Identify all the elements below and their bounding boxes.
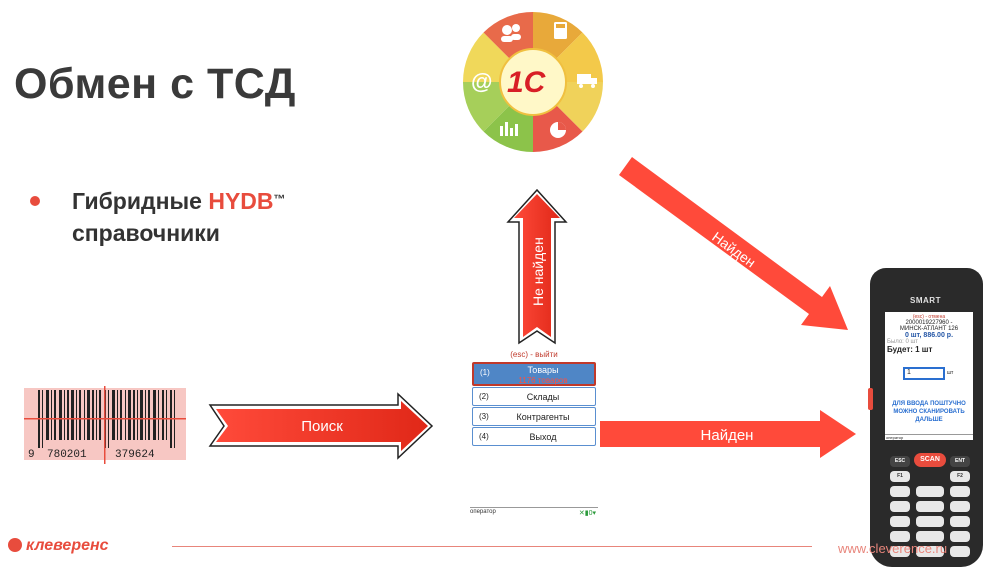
clover-icon: [8, 538, 22, 552]
keypad-key[interactable]: [950, 531, 970, 542]
barcode: 9 780201 379624: [24, 386, 186, 464]
keypad-key[interactable]: [916, 516, 944, 527]
keypad-key[interactable]: [890, 531, 910, 542]
screen-price: 0 шт, 886.00 р.: [904, 332, 954, 339]
handheld-terminal: SMART (esc) - отмена 2000019227960 - МИН…: [868, 268, 983, 567]
pie-chart-icon: [550, 122, 566, 138]
device-screen: (esc) - отмена 2000019227960 - МИНСК-АТЛ…: [885, 312, 973, 440]
status-icons: ✕▮0▾: [578, 510, 596, 517]
calculator-icon: [554, 22, 567, 39]
screen-will-be: Будет: 1 шт: [887, 345, 933, 354]
menu-item-number: (1): [480, 368, 490, 377]
esc-key[interactable]: ESC: [890, 456, 910, 467]
menu-item-number: (2): [479, 392, 489, 401]
menu-item-label: Склады: [526, 392, 560, 402]
f2-key[interactable]: F2: [950, 471, 970, 482]
not-found-arrow-label: Не найден: [530, 237, 546, 306]
menu-item-number: (3): [479, 412, 489, 421]
1c-wheel: @ 1С: [461, 10, 605, 154]
keypad-key[interactable]: [916, 546, 944, 557]
found-arrow-label: Найден: [701, 427, 754, 444]
screen-message: ДЛЯ ВВОДА ПОШТУЧНО МОЖНО СКАНИРОВАТЬ ДАЛ…: [892, 401, 966, 423]
menu-item-label: Выход: [529, 432, 557, 442]
bullet-prefix: Гибридные: [72, 188, 209, 214]
menu-hint: (esc) - выйти: [510, 350, 558, 359]
company-logo-text: клеверенс: [26, 537, 109, 554]
footer-divider: [172, 546, 812, 547]
keypad-key[interactable]: [890, 486, 910, 497]
1c-logo: 1С: [507, 66, 547, 99]
menu-item-exit[interactable]: (4) Выход: [472, 427, 596, 446]
f1-key[interactable]: F1: [890, 471, 910, 482]
not-found-arrow: Не найден: [506, 188, 568, 345]
keypad-key[interactable]: [916, 531, 944, 542]
device-brand: SMART: [910, 296, 941, 305]
screen-barcode: 2000019227960 -: [905, 320, 953, 326]
keypad-key[interactable]: [950, 486, 970, 497]
keypad-key[interactable]: [890, 501, 910, 512]
menu-item-goods[interactable]: (1) Товары 1176 товаров: [472, 362, 596, 386]
bullet-dot: [30, 196, 40, 206]
ent-key[interactable]: ENT: [950, 456, 970, 467]
bar-chart-icon: [500, 122, 518, 136]
at-icon: @: [471, 69, 492, 94]
menu-item-warehouses[interactable]: (2) Склады: [472, 387, 596, 406]
website-link[interactable]: www.cleverence.ru: [838, 541, 948, 556]
quantity-unit: шт: [947, 370, 954, 376]
trademark-sign: ™: [273, 192, 286, 206]
barcode-digits-left: 780201: [47, 449, 87, 461]
found-arrow-horizontal: Найден: [600, 410, 856, 458]
users-icon: [501, 24, 521, 42]
menu-status-bar: оператор ✕▮0▾: [470, 507, 598, 517]
scan-key[interactable]: SCAN: [914, 453, 946, 467]
keypad-key[interactable]: [950, 546, 970, 557]
keypad-key[interactable]: [916, 501, 944, 512]
barcode-digits-right: 379624: [115, 449, 155, 461]
menu-item-count: 1176 товаров: [518, 376, 568, 385]
status-operator: оператор: [470, 509, 496, 515]
search-arrow: Поиск: [208, 392, 434, 460]
bullet-text: Гибридные HYDB™ справочники: [72, 185, 362, 249]
menu-item-number: (4): [479, 432, 489, 441]
screen-hint: (esc) - отмена: [912, 314, 946, 320]
keypad-key[interactable]: [950, 501, 970, 512]
quantity-input[interactable]: 1: [903, 367, 945, 380]
screen-product: МИНСК-АТЛАНТ 126: [899, 326, 959, 332]
keypad-key[interactable]: [950, 516, 970, 527]
bullet-suffix: справочники: [72, 220, 220, 246]
found-arrow-diagonal: Найден: [619, 157, 848, 330]
bullet-highlight: HYDB: [208, 188, 274, 214]
keypad-key[interactable]: [890, 516, 910, 527]
tsd-menu: (esc) - выйти (1) Товары 1176 товаров (2…: [470, 350, 598, 520]
keypad-key[interactable]: [890, 546, 910, 557]
truck-icon: [577, 74, 597, 88]
screen-status-bar: оператор: [885, 434, 973, 440]
barcode-digit-lead: 9: [28, 449, 35, 461]
screen-was: Было: 0 шт: [887, 339, 919, 345]
page-title: Обмен с ТСД: [14, 60, 296, 108]
menu-item-label: Контрагенты: [516, 412, 570, 422]
menu-item-label: Товары: [527, 365, 559, 375]
keypad-key[interactable]: [916, 486, 944, 497]
side-button[interactable]: [868, 388, 873, 410]
search-arrow-label: Поиск: [301, 418, 343, 435]
menu-item-contractors[interactable]: (3) Контрагенты: [472, 407, 596, 426]
company-logo: клеверенс: [8, 537, 109, 555]
